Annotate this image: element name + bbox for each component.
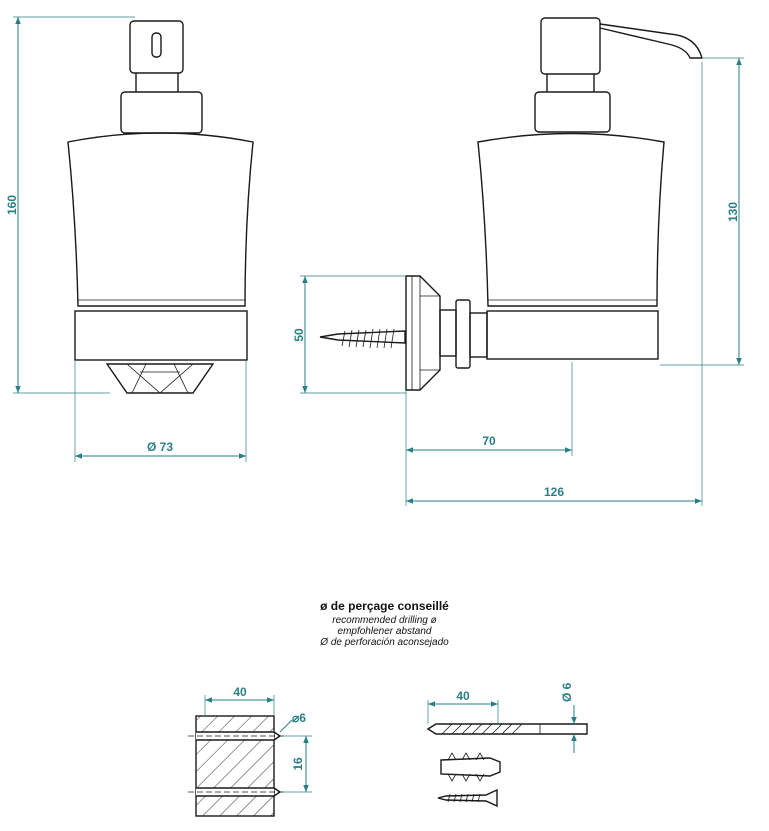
drilling-title: ø de perçage conseillé xyxy=(320,599,449,613)
wall-section xyxy=(195,715,275,817)
side-pump-stem xyxy=(546,74,595,92)
height-pump-label: 130 xyxy=(726,202,740,222)
drill-bit xyxy=(426,723,588,735)
holder-arm xyxy=(469,312,488,358)
drill-holes xyxy=(196,731,274,797)
side-dimensions: 50 70 126 130 xyxy=(292,57,744,506)
drill-length-label: 40 xyxy=(456,689,470,703)
holder-ring xyxy=(74,310,248,361)
wall-rosette xyxy=(105,363,215,394)
side-view xyxy=(319,17,703,391)
side-glass-body xyxy=(477,132,665,307)
side-rosette-facets xyxy=(411,276,440,390)
side-rosette xyxy=(405,275,441,391)
wall-screw xyxy=(319,330,406,344)
plug-fins xyxy=(447,752,485,782)
block-hole-label: ⌀6 xyxy=(292,711,306,725)
pump-stem xyxy=(135,73,179,92)
pump-collar xyxy=(120,91,203,134)
mount-screw-thread xyxy=(447,793,481,803)
diameter-label: Ø 73 xyxy=(147,440,173,454)
height-total-label: 160 xyxy=(5,195,19,215)
drilling-line-en: recommended drilling ø xyxy=(332,615,437,626)
front-dimensions: 160 Ø 73 xyxy=(5,16,247,462)
wall-plug xyxy=(440,757,501,777)
drill-flutes xyxy=(441,723,523,735)
projection-center-label: 70 xyxy=(482,434,496,448)
rosette-facets xyxy=(126,363,194,394)
drilling-block: 40 ⌀6 16 xyxy=(188,685,312,817)
side-holder-ring xyxy=(486,310,659,360)
mount-screw xyxy=(437,788,498,808)
pump-head xyxy=(129,20,184,74)
hole-spacing-label: 16 xyxy=(291,757,305,771)
hole-centerlines xyxy=(188,735,284,793)
bracket-height-label: 50 xyxy=(292,328,306,342)
screw-thread xyxy=(341,328,395,349)
drilling-line-es: Ø de perforación aconsejado xyxy=(320,637,449,648)
side-pump-collar xyxy=(534,91,611,133)
mount-plate xyxy=(439,309,457,357)
drilling-line-de: empfohlener abstand xyxy=(337,626,432,637)
front-view xyxy=(67,20,254,394)
drill-diameter-label: Ø 6 xyxy=(560,682,574,702)
holder-neck xyxy=(455,299,471,369)
drilling-tools: 40 Ø 6 xyxy=(426,682,588,808)
glass-body xyxy=(67,132,254,307)
pump-spout xyxy=(599,23,703,59)
pump-slot xyxy=(151,32,162,58)
hole-tips xyxy=(273,731,282,797)
block-depth-label: 40 xyxy=(233,685,247,699)
hole-leader xyxy=(279,719,293,733)
projection-total-label: 126 xyxy=(544,485,564,499)
side-pump-head xyxy=(540,17,601,75)
